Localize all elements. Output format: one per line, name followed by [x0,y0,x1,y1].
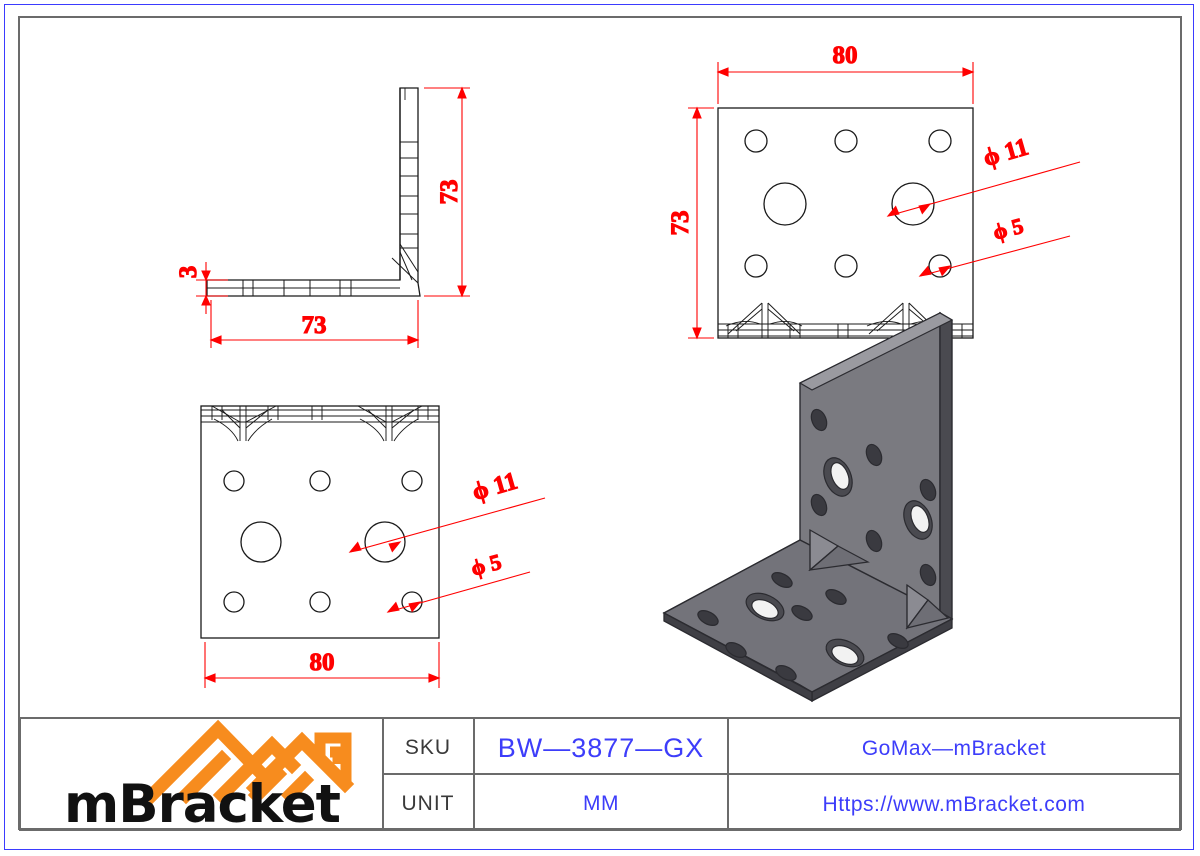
dim-plan-width-text: 80 [310,649,335,676]
dimension-front-height: 73 [666,106,714,340]
roof-chevrons-icon [142,719,355,805]
hole-small [223,470,245,492]
dimension-side-height: 73 [424,86,470,298]
leader-plan-dia5-text: ϕ 5 [468,549,504,581]
hole-large [364,521,406,563]
iso-holes-vertical [810,408,937,587]
logo: mBracket [64,719,355,835]
view-side-section [206,87,421,297]
dim-front-height-text: 73 [667,211,694,236]
hole-small [309,591,331,613]
logo-wordmark: mBracket [64,774,341,835]
iso-gusset-2 [905,583,950,630]
leader-plan-dia5: ϕ 5 [386,548,531,613]
dim-side-thickness-text: 3 [175,266,202,279]
view-plan [200,405,440,639]
hole-small [744,129,768,153]
hole-small [928,129,952,153]
leader-front-dia11: ϕ 11 [886,133,1081,217]
hole-large [240,521,282,563]
dimension-side-width: 73 [209,300,420,348]
iso-vertical-top-edge [798,312,954,391]
hole-small [309,470,331,492]
leader-front-dia5-text: ϕ 5 [990,213,1026,245]
iso-holes-horizontal [697,572,909,681]
dimension-front-width: 80 [716,41,975,104]
hole-small [834,129,858,153]
leader-front-dia11-text: ϕ 11 [980,134,1031,172]
leader-front-dia5: ϕ 5 [918,212,1071,277]
hole-small [834,254,858,278]
dim-front-width-text: 80 [833,42,858,69]
iso-vertical-edge [939,311,953,621]
title-block-sku-label: SKU [405,736,451,759]
sheet-outer-border [4,4,1194,850]
gusset-lines [201,405,439,442]
view-front [717,107,974,339]
dimension-side-thickness: 3 [174,262,228,314]
leader-plan-dia11: ϕ 11 [348,467,546,553]
title-block: SKU BW—3877—GX GoMax—mBracket UNIT MM Ht… [19,717,1181,831]
title-block-unit-value: MM [583,792,619,815]
leader-plan-dia11-text: ϕ 11 [469,468,520,506]
view-isometric [662,311,954,703]
title-block-brand: GoMax—mBracket [862,737,1046,760]
hole-small [744,254,768,278]
hole-large [763,182,807,226]
chimney-icon [314,732,352,786]
title-block-sku-value: BW—3877—GX [498,733,705,763]
title-block-website: Https://www.mBracket.com [823,793,1086,816]
hole-large [891,182,935,226]
iso-gusset-1 [808,528,870,572]
hole-small [223,591,245,613]
title-block-unit-label: UNIT [402,792,455,815]
hole-small [928,254,952,278]
dim-side-width-text: 73 [302,312,327,339]
dimension-plan-width: 80 [203,642,441,688]
hole-small [401,470,423,492]
dim-side-height-text: 73 [436,180,463,205]
